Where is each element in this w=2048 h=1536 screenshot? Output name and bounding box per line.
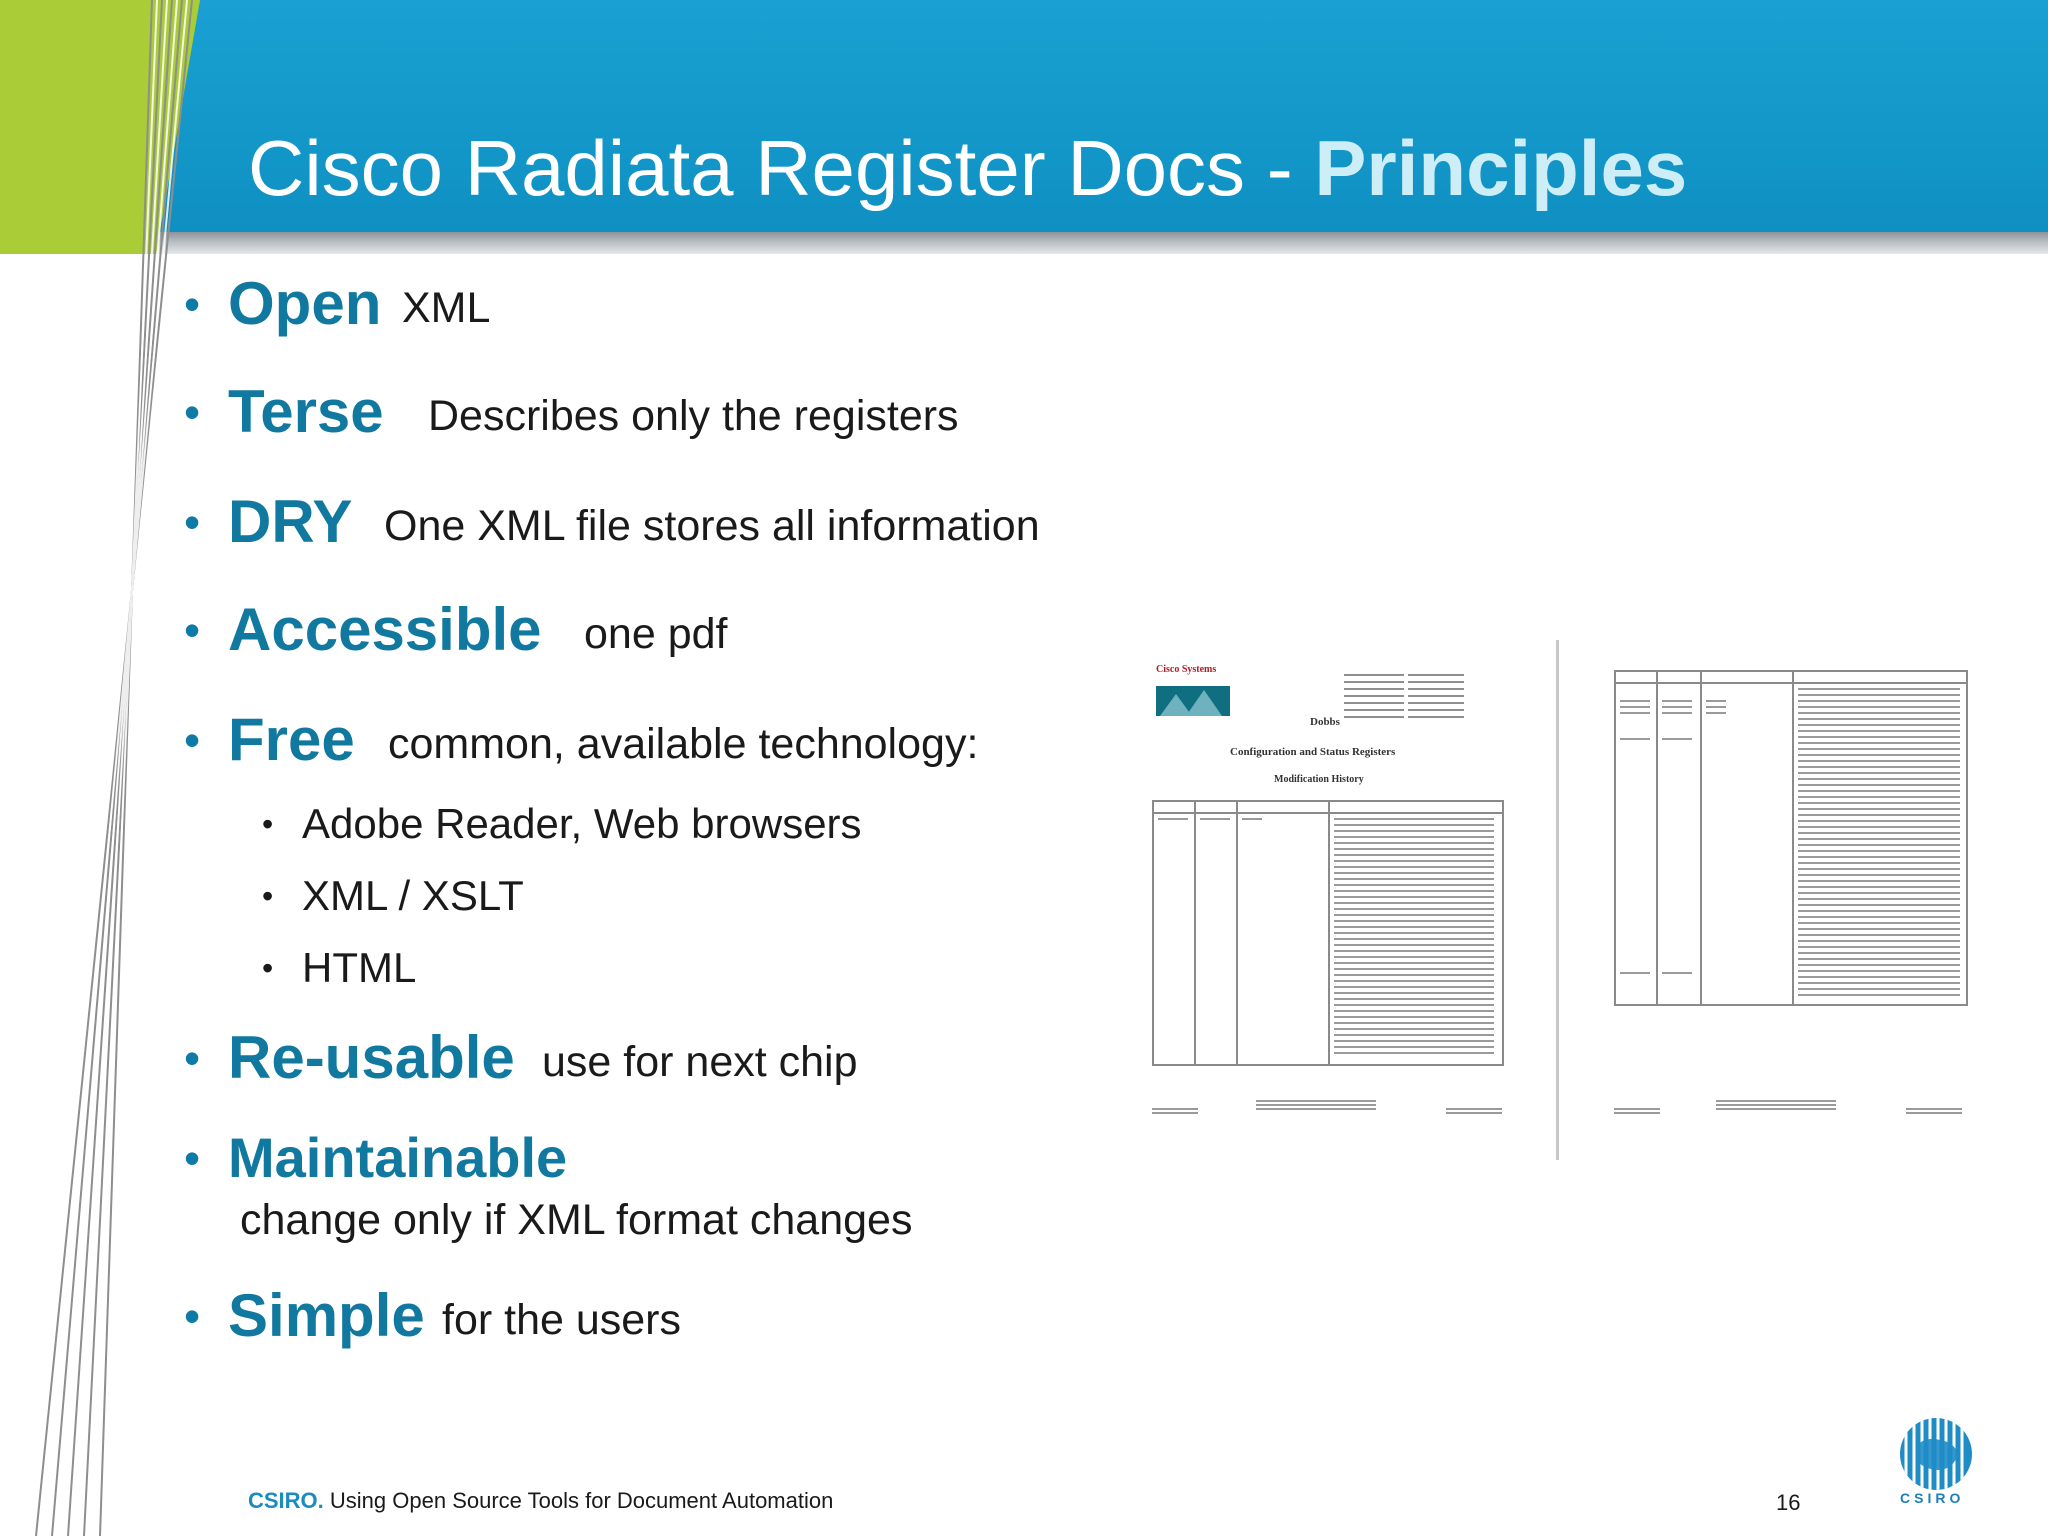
bullet-dot: • bbox=[184, 604, 201, 656]
sub-bullet-text: HTML bbox=[302, 944, 417, 991]
title-emphasis: Principles bbox=[1314, 124, 1688, 212]
bullet-description: Describes only the registers bbox=[428, 392, 959, 440]
document-thumbnail-page-2 bbox=[1610, 660, 1980, 1130]
bullet-description: change only if XML format changes bbox=[240, 1196, 913, 1244]
bullet-keyword: Free bbox=[228, 706, 355, 773]
modification-history-table-continued bbox=[1614, 670, 1968, 1006]
bullet-dot: • bbox=[184, 1132, 201, 1184]
cisco-logo-text: Cisco Systems bbox=[1156, 664, 1217, 675]
bullet-keyword: DRY bbox=[228, 488, 353, 555]
thumbnail-divider bbox=[1556, 640, 1559, 1160]
footer-text: Using Open Source Tools for Document Aut… bbox=[323, 1488, 834, 1513]
bullet-dot: • bbox=[184, 714, 201, 766]
sub-bullet-dot: • bbox=[262, 950, 274, 986]
bullet-description: for the users bbox=[442, 1296, 681, 1344]
bullet-description: XML bbox=[402, 284, 491, 332]
bullet-dot: • bbox=[184, 386, 201, 438]
document-thumbnail-page-1: Cisco Systems Dobbs Configuration and St… bbox=[1150, 660, 1520, 1130]
bullet-description: One XML file stores all information bbox=[384, 502, 1040, 550]
sub-bullet-dot: • bbox=[262, 878, 274, 914]
slide-title: Cisco Radiata Register Docs - Principles bbox=[248, 118, 1687, 218]
doc-subtitle: Configuration and Status Registers bbox=[1230, 746, 1396, 758]
sub-bullet-text: Adobe Reader, Web browsers bbox=[302, 800, 862, 847]
doc-section-heading: Modification History bbox=[1274, 774, 1364, 785]
bullet-description: one pdf bbox=[584, 610, 728, 658]
title-main: Cisco Radiata Register Docs - bbox=[248, 124, 1315, 212]
decorative-lines bbox=[35, 0, 193, 1536]
cisco-logo-icon bbox=[1156, 686, 1230, 716]
bullet-dot: • bbox=[184, 496, 201, 548]
sub-bullet-dot: • bbox=[262, 806, 274, 842]
bullet-keyword: Simple bbox=[228, 1282, 425, 1349]
page-number: 16 bbox=[1776, 1490, 1801, 1515]
modification-history-table bbox=[1152, 800, 1504, 1066]
bullet-keyword: Re-usable bbox=[228, 1024, 515, 1091]
header-shadow bbox=[0, 232, 2048, 254]
bullet-keyword: Maintainable bbox=[228, 1126, 568, 1189]
doc-title: Dobbs bbox=[1310, 716, 1340, 728]
doc-meta-values bbox=[1408, 674, 1464, 718]
bullet-keyword: Open bbox=[228, 270, 382, 337]
csiro-logo-icon bbox=[1900, 1418, 1972, 1490]
bullet-keyword: Accessible bbox=[228, 596, 542, 663]
footer-brand: CSIRO. bbox=[248, 1488, 324, 1513]
bullet-dot: • bbox=[184, 1290, 201, 1342]
bullet-dot: • bbox=[184, 278, 201, 330]
bullet-description: common, available technology: bbox=[388, 720, 979, 768]
bullet-dot: • bbox=[184, 1032, 201, 1084]
footer: CSIRO. Using Open Source Tools for Docum… bbox=[248, 1488, 833, 1514]
bullet-keyword: Terse bbox=[228, 378, 384, 445]
csiro-logo-word: CSIRO bbox=[1900, 1490, 1965, 1506]
header-band bbox=[0, 0, 2048, 232]
bullet-description: use for next chip bbox=[542, 1038, 858, 1086]
doc-meta-labels bbox=[1344, 674, 1404, 718]
sub-bullet-text: XML / XSLT bbox=[302, 872, 524, 919]
